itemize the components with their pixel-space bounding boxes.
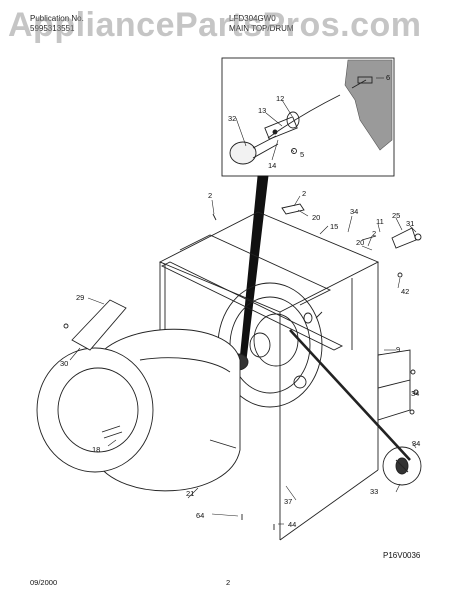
callout: 2 xyxy=(302,189,306,198)
inset-detail-box xyxy=(221,57,395,177)
callout-leaders xyxy=(69,77,417,525)
front-support-bar xyxy=(160,261,344,351)
publication-label: Publication No. xyxy=(30,14,84,23)
model-number: LFD304GW0 xyxy=(229,14,276,23)
motor-pulley xyxy=(382,446,422,486)
section-title: MAIN TOP/DRUM xyxy=(229,24,294,33)
callout: 31 xyxy=(406,219,414,228)
callout: 14 xyxy=(268,161,276,170)
idler-rod xyxy=(289,329,411,461)
callout: 5 xyxy=(300,150,304,159)
callout: 9 xyxy=(396,345,400,354)
callout: 11 xyxy=(376,217,384,226)
dryer-drum xyxy=(36,328,241,492)
publication-number: 5995313551 xyxy=(30,24,75,33)
watermark-logo: AppliancePartsPros.com xyxy=(8,6,422,44)
callout: 64 xyxy=(196,511,204,520)
callout: 29 xyxy=(76,293,84,302)
callout: 18 xyxy=(92,445,100,454)
callout: 20 xyxy=(356,238,364,247)
callout: 21 xyxy=(186,489,194,498)
callout: 15 xyxy=(330,222,338,231)
callout: 20 xyxy=(312,213,320,222)
callout: 12 xyxy=(276,94,284,103)
figure-reference-code: P16V0036 xyxy=(383,551,421,560)
heater-housing xyxy=(377,349,411,421)
callout: 32 xyxy=(228,114,236,123)
callout: 34 xyxy=(411,389,419,398)
callout: 2 xyxy=(208,191,212,200)
callout: 30 xyxy=(60,359,68,368)
footer-date: 09/2000 xyxy=(30,578,58,587)
callout: 13 xyxy=(258,106,266,115)
footer-page-number: 2 xyxy=(226,578,231,587)
callout: 42 xyxy=(401,287,409,296)
callout: 6 xyxy=(386,73,390,82)
callout: 34 xyxy=(350,207,358,216)
callout: 37 xyxy=(284,497,292,506)
drive-belt xyxy=(239,175,269,361)
callout: 44 xyxy=(288,520,296,529)
drum-baffle xyxy=(71,299,127,351)
hardware-parts xyxy=(63,203,422,530)
callout: 33 xyxy=(370,487,378,496)
callout: 34 xyxy=(412,439,420,448)
callout: 2 xyxy=(372,229,376,238)
callout-labels: 6 12 13 32 14 5 2 2 20 34 15 11 25 31 2 … xyxy=(60,73,420,529)
callout: 25 xyxy=(392,211,400,220)
